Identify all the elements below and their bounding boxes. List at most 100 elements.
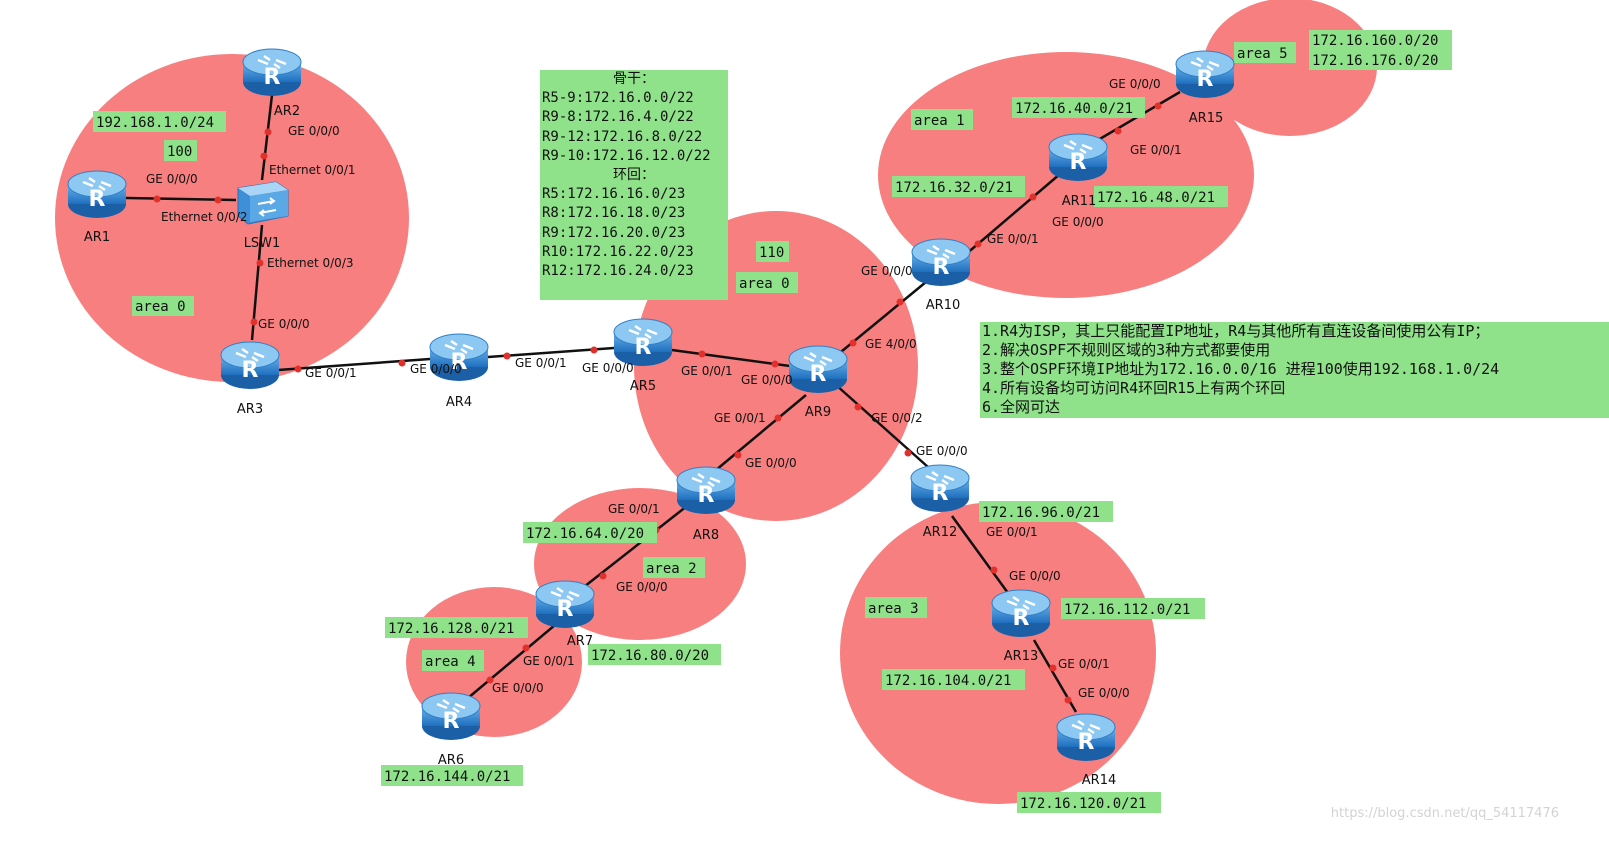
port-dot (260, 152, 268, 160)
process-label: 100 (167, 144, 192, 160)
port-label: GE 0/0/0 (861, 264, 913, 278)
link-ar9-ar12 (835, 384, 929, 468)
subnet-label: 172.16.144.0/21 (384, 769, 510, 785)
loopback-line: R10:172.16.22.0/23 (542, 243, 694, 260)
subnet-label: 172.16.128.0/21 (388, 621, 514, 637)
port-label: GE 0/0/0 (1078, 686, 1130, 700)
device-name: AR1 (84, 230, 110, 245)
requirement-line: 4.所有设备均可访问R4环回R15上有两个环回 (982, 379, 1286, 397)
port-dot (771, 360, 779, 368)
port-dot (256, 259, 264, 267)
switch-lsw1[interactable] (237, 181, 289, 225)
subnet-label: 172.16.120.0/21 (1020, 796, 1146, 812)
router-ar10-icon[interactable] (910, 237, 972, 288)
device-name: AR14 (1082, 773, 1116, 788)
loopback-line: R8:172.16.18.0/23 (542, 205, 686, 222)
port-dot (599, 572, 607, 580)
port-dot (1049, 664, 1057, 672)
subnet-label: 172.16.112.0/21 (1064, 602, 1190, 618)
router-ar2-icon[interactable] (241, 47, 303, 98)
router-ar9-icon[interactable] (787, 344, 849, 395)
watermark: https://blog.csdn.net/qq_54117476 (1330, 806, 1559, 821)
subnet-label: 172.16.160.0/20 (1312, 33, 1438, 49)
port-label: GE 0/0/0 (1009, 569, 1061, 583)
device-name: AR9 (805, 405, 831, 420)
port-dot (734, 451, 742, 459)
area-label: area 3 (868, 601, 919, 617)
router-ar11-icon[interactable] (1047, 132, 1109, 183)
device-name: AR5 (630, 379, 656, 394)
subnet-label: 172.16.64.0/20 (526, 526, 644, 542)
port-dot (522, 644, 530, 652)
router-ar6-icon[interactable] (420, 691, 482, 742)
router-ar3-icon[interactable] (219, 340, 281, 391)
requirement-line: 3.整个OSPF环境IP地址为172.16.0.0/16 进程100使用192.… (982, 360, 1500, 378)
port-dot (1154, 102, 1162, 110)
link-ar2-lsw1 (260, 94, 274, 181)
port-label: GE 0/0/0 (410, 362, 462, 376)
router-ar15-icon[interactable] (1174, 49, 1236, 100)
router-ar13-icon[interactable] (990, 588, 1052, 639)
device-name: AR12 (923, 525, 957, 540)
device-name: AR10 (926, 298, 960, 313)
requirement-line: 1.R4为ISP，其上只能配置IP地址，R4与其他所有直连设备间使用公有IP； (982, 322, 1490, 340)
backbone-line: R9-10:172.16.12.0/22 (542, 147, 711, 164)
router-ar8-icon[interactable] (675, 465, 737, 516)
port-label: GE 0/0/1 (987, 232, 1039, 246)
router-ar1-icon[interactable] (66, 169, 128, 220)
loopback-line: R5:172.16.16.0/23 (542, 186, 686, 203)
port-dot (1064, 696, 1072, 704)
port-dot (698, 350, 706, 358)
router-ar5-icon[interactable] (612, 317, 674, 368)
port-dot (214, 196, 222, 204)
link-ar12-ar13 (950, 515, 1010, 594)
loopback-line: R12:172.16.24.0/23 (542, 263, 694, 280)
port-dot (503, 352, 511, 360)
port-dot (590, 346, 598, 354)
device-name: AR13 (1004, 649, 1038, 664)
device-name: AR11 (1062, 194, 1096, 209)
port-label: GE 0/0/0 (741, 373, 793, 387)
port-label: GE 0/0/0 (258, 317, 310, 331)
loopback-line: R9:172.16.20.0/23 (542, 224, 686, 241)
subnet-label: 172.16.40.0/21 (1015, 101, 1133, 117)
device-names: AR1 AR2 AR3 AR4 AR5 AR9 AR10 AR11 AR15 A… (84, 104, 1223, 788)
port-label: GE 0/0/1 (714, 411, 766, 425)
subnet-label: 172.16.104.0/21 (885, 673, 1011, 689)
router-ar7-icon[interactable] (534, 579, 596, 630)
port-label: GE 4/0/0 (865, 337, 917, 351)
port-label: GE 0/0/1 (986, 525, 1038, 539)
device-name: AR7 (567, 634, 593, 649)
requirements-note: 1.R4为ISP，其上只能配置IP地址，R4与其他所有直连设备间使用公有IP； … (980, 322, 1609, 418)
port-dot (153, 195, 161, 203)
backbone-line: R5-9:172.16.0.0/22 (542, 90, 694, 107)
port-label: GE 0/0/1 (523, 654, 575, 668)
link-ar9-ar8 (715, 394, 807, 471)
port-label: GE 0/0/0 (1109, 77, 1161, 91)
device-name: LSW1 (244, 236, 281, 251)
router-ar14-icon[interactable] (1055, 712, 1117, 763)
port-dot (486, 676, 494, 684)
link-ar7-ar6 (467, 624, 556, 699)
router-ar12-icon[interactable] (909, 463, 971, 514)
port-label: GE 0/0/1 (608, 502, 660, 516)
device-name: AR2 (274, 104, 300, 119)
area-label: area 4 (425, 654, 476, 670)
port-dot (294, 365, 302, 373)
backbone-title: 骨干： (613, 71, 655, 87)
area-circle-3 (840, 502, 1156, 804)
port-dot (974, 240, 982, 248)
device-name: AR6 (438, 753, 464, 768)
area-label: area 5 (1237, 46, 1288, 62)
backbone-address-note: 骨干： R5-9:172.16.0.0/22 R9-8:172.16.4.0/2… (540, 70, 728, 300)
area-label: area 1 (914, 113, 965, 129)
port-label: GE 0/0/1 (681, 364, 733, 378)
link-ar10-ar11 (964, 173, 1061, 256)
port-label: GE 0/0/1 (1130, 143, 1182, 157)
port-dot (1114, 127, 1122, 135)
subnet-label: 172.16.48.0/21 (1097, 190, 1215, 206)
link-ar5-ar9 (671, 348, 791, 368)
port-dot (990, 566, 998, 574)
